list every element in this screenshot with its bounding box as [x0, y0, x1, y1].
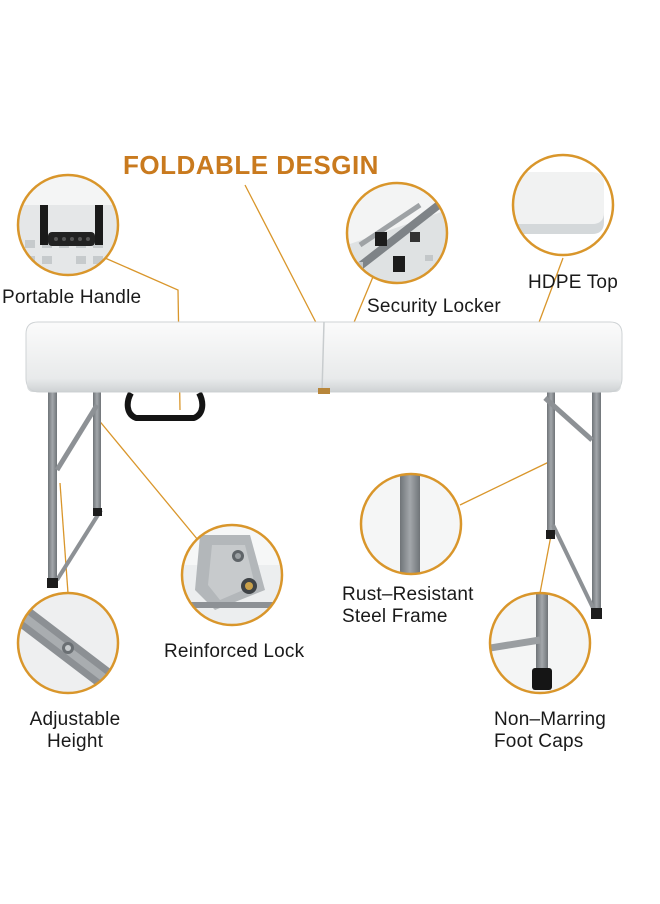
label-hdpe-top-text: HDPE Top	[528, 272, 618, 293]
label-adjustable-line2: Height	[46, 731, 104, 752]
label-reinforced-lock: Reinforced Lock	[164, 641, 304, 663]
folding-table	[25, 321, 623, 619]
label-adjustable-height: Adjustable Height	[21, 709, 129, 753]
detail-adjustable-height	[16, 591, 120, 695]
carry-handle	[124, 391, 206, 421]
label-foot-caps-line2: Foot Caps	[494, 731, 584, 752]
table-top-edge	[27, 378, 621, 392]
label-steel-frame: Rust–Resistant Steel Frame	[342, 584, 474, 628]
right-foot	[591, 608, 602, 619]
label-security-locker: Security Locker	[367, 296, 501, 318]
label-steel-frame-line1: Rust–Resistant	[342, 584, 474, 605]
right-back-foot	[546, 530, 555, 539]
left-leg-back	[93, 392, 101, 512]
label-portable-handle: Portable Handle	[2, 287, 141, 309]
detail-security-locker	[345, 181, 449, 285]
detail-steel-frame	[359, 472, 463, 576]
leader-reinforced	[96, 417, 199, 541]
leader-foldable	[244, 184, 326, 341]
left-leg-front	[48, 392, 57, 582]
label-security-locker-text: Security Locker	[367, 296, 501, 317]
detail-circle-ring	[488, 591, 592, 695]
right-bottom-brace	[551, 524, 596, 611]
right-leg-back	[547, 392, 555, 534]
detail-circle-ring	[511, 153, 615, 257]
fold-seam	[321, 321, 325, 393]
detail-circle-ring	[359, 472, 463, 576]
detail-circle-ring	[345, 181, 449, 285]
label-foot-caps-line1: Non–Marring	[494, 709, 607, 730]
detail-portable-handle	[16, 173, 120, 277]
detail-circle-ring	[16, 173, 120, 277]
leader-rust	[459, 459, 554, 506]
label-reinforced-lock-text: Reinforced Lock	[164, 641, 305, 662]
right-brace	[543, 396, 594, 442]
detail-reinforced-lock	[180, 523, 284, 627]
detail-circle-ring	[16, 591, 120, 695]
label-adjustable-line1: Adjustable	[29, 709, 121, 730]
label-foot-caps: Non–Marring Foot Caps	[494, 709, 606, 753]
right-leg-front	[592, 392, 601, 614]
left-brace	[54, 403, 100, 472]
label-steel-frame-line2: Steel Frame	[342, 606, 448, 627]
feature-title: FOLDABLE DESGIN	[123, 150, 379, 180]
detail-foot-caps	[488, 591, 592, 695]
left-back-foot	[93, 508, 102, 516]
label-portable-handle-text: Portable Handle	[2, 287, 142, 308]
detail-hdpe-top	[511, 153, 615, 257]
leader-adjustable	[59, 482, 69, 594]
label-hdpe-top: HDPE Top	[528, 272, 618, 294]
left-bottom-brace	[55, 508, 103, 582]
detail-circle-ring	[180, 523, 284, 627]
left-foot	[47, 578, 58, 588]
fold-hinge	[318, 388, 330, 394]
table-legs	[47, 392, 602, 619]
